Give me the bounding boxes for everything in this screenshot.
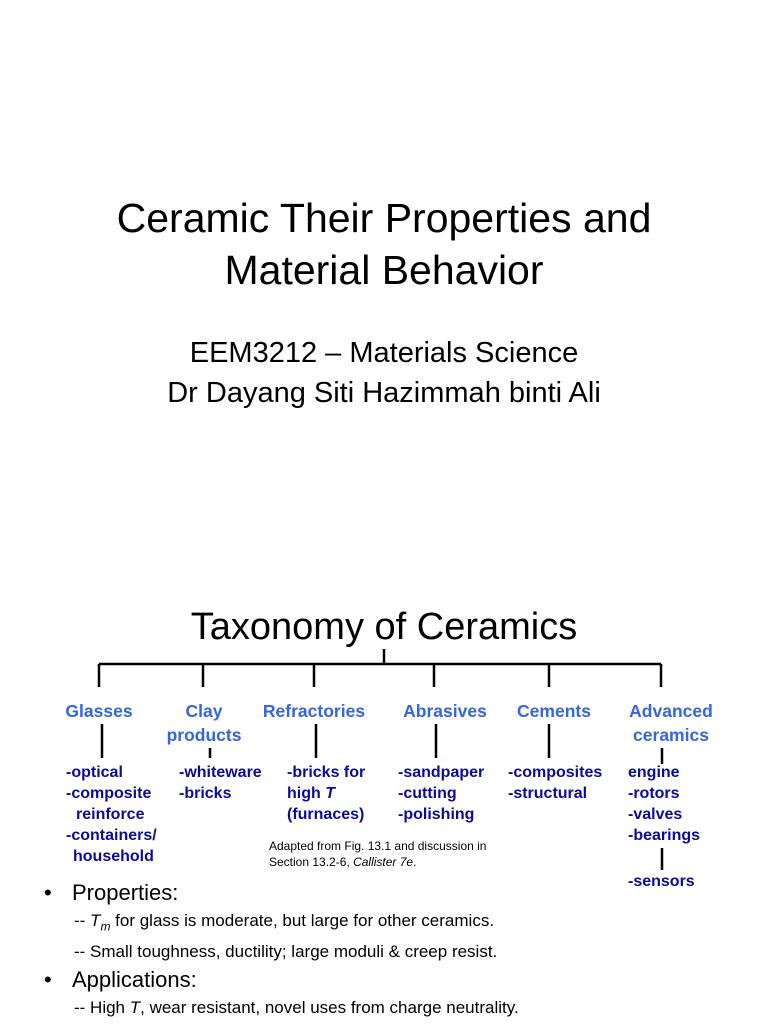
list-item: -structural [508,785,588,802]
category-label: Refractories [262,701,366,721]
list-item: (furnaces) [287,806,365,823]
caption-text: . [413,855,417,869]
category-label: Cements [517,701,591,721]
slide-title-line-2: Material Behavior [224,247,544,293]
abrasives-items: -sandpaper -cutting -polishing [398,762,484,825]
list-item: -whiteware [179,764,262,781]
bullet-list: • Properties: -- Tm for glass is moderat… [44,878,764,1021]
list-item: -sensors [628,873,695,890]
title-slide: Ceramic Their Properties and Material Be… [0,192,768,413]
taxonomy-slide: Taxonomy of Ceramics Glasses Clay produc… [0,512,768,1024]
sub-bullet-text: for glass is moderate, but large for oth… [110,911,495,930]
temperature-symbol: T [325,785,335,802]
bullet-icon: • [44,880,52,905]
application-high-temp: -- High T, wear resistant, novel uses fr… [44,995,764,1021]
bullet-heading: Properties: [72,880,179,905]
list-item: -optical [66,764,123,781]
dash-prefix: -- [74,911,91,930]
list-item: -composites [508,764,603,781]
caption-text: Section 13.2-6, [269,855,354,869]
list-item: engine [628,764,680,781]
bullet-icon: • [44,967,52,993]
category-label: products [166,725,242,745]
category-label: ceramics [633,725,709,745]
list-item: reinforce [76,806,145,823]
sub-bullet-text: , wear resistant, novel uses from charge… [140,998,519,1018]
list-item-text: high [287,785,321,802]
category-abrasives: Abrasives [390,699,500,723]
list-item: -containers/ [66,827,157,844]
subscript: m [100,919,111,934]
temperature-symbol: T [129,998,141,1018]
caption-book-title: Callister 7e [353,855,414,869]
list-item: -valves [628,806,683,823]
category-label: Advanced [629,701,713,721]
list-item: -sandpaper [398,764,485,781]
bullet-properties: • Properties: [44,878,764,908]
category-clay-products: Clay products [154,699,254,747]
clay-items: -whiteware -bricks [179,762,262,804]
list-item: household [73,848,154,865]
author-name: Dr Dayang Siti Hazimmah binti Ali [167,377,601,409]
slide-title: Ceramic Their Properties and Material Be… [0,192,768,296]
slide-title-line-1: Ceramic Their Properties and [116,195,652,241]
taxonomy-title: Taxonomy of Ceramics [190,606,578,648]
advanced-items: engine -rotors -valves -bearings [628,762,700,846]
cements-items: -composites -structural [508,762,602,804]
taxonomy-tree-lines [97,649,664,870]
caption-line-1: Adapted from Fig. 13.1 and discussion in [269,839,487,853]
property-melting-temp: -- Tm for glass is moderate, but large f… [44,908,764,939]
category-cements: Cements [506,699,602,723]
sub-bullet-text: -- High [74,998,130,1018]
bullet-heading: Applications: [72,967,197,993]
glasses-items: -optical -composite reinforce -container… [66,762,157,867]
slide-subtitle: EEM3212 – Materials Science Dr Dayang Si… [0,333,768,413]
category-label: Clay [185,701,223,721]
bullet-applications: • Applications: [44,965,764,995]
course-name: EEM3212 – Materials Science [189,337,579,369]
category-advanced-ceramics: Advanced ceramics [616,699,726,747]
temperature-symbol: T [90,911,101,930]
list-item: -polishing [398,806,475,823]
list-item: -bricks [179,785,232,802]
advanced-items-sensors: -sensors [628,871,695,892]
category-label: Glasses [65,701,133,721]
list-item: -bearings [628,827,701,844]
figure-caption: Adapted from Fig. 13.1 and discussion in… [269,838,486,870]
list-item: -composite [66,785,152,802]
list-item: -bricks for [287,764,366,781]
caption-line-2: Section 13.2-6, Callister 7e. [269,854,486,870]
category-glasses: Glasses [54,699,144,723]
list-item: high T [287,783,365,804]
property-toughness: -- Small toughness, ductility; large mod… [74,942,498,962]
category-refractories: Refractories [252,699,376,723]
list-item: -cutting [398,785,457,802]
list-item: -rotors [628,785,680,802]
category-label: Abrasives [403,701,487,721]
refractories-items: -bricks for high T (furnaces) [287,762,365,825]
